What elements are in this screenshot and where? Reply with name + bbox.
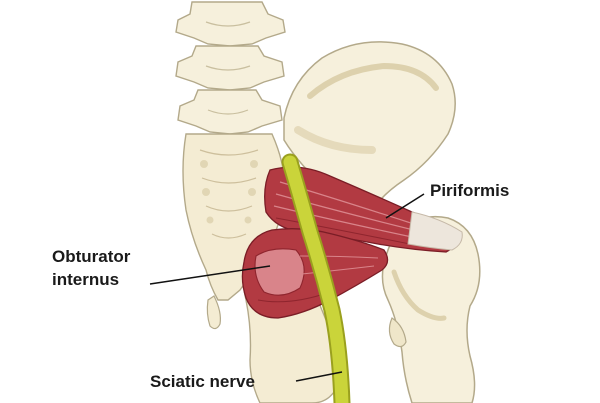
piriformis-leader-line [385,193,425,219]
sciatic-leader-line [295,371,343,382]
obturator-leader-line [149,265,271,285]
vertebra [177,89,283,135]
vertebra [175,45,285,91]
sciatic-nerve [281,153,351,403]
piriformis-tendon [407,211,463,251]
obturator-label-line2: internus [52,270,119,289]
lumbar-spine [175,1,286,135]
coccyx [206,295,221,330]
sciatic-nerve-label: Sciatic nerve [150,372,255,391]
lesser-trochanter [388,317,407,348]
femur [381,215,481,403]
vertebra [175,1,286,47]
obturator-label-line1: Obturator [52,247,131,266]
piriformis-label: Piriformis [430,181,509,200]
